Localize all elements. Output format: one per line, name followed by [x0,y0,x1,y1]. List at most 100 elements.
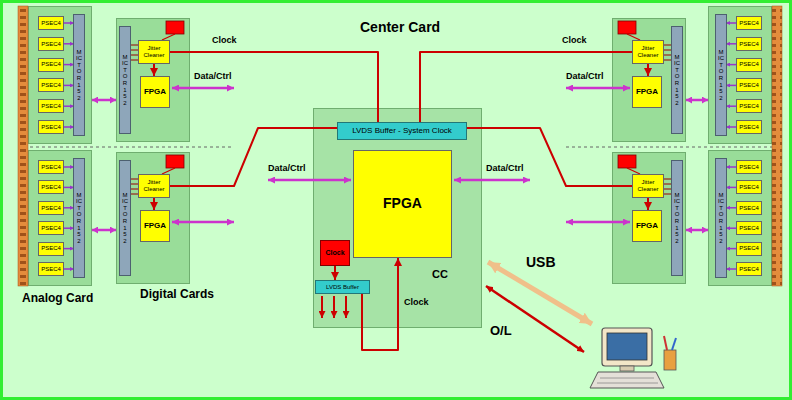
data-arrow [172,87,234,90]
psec4-chip: PSEC4 [38,201,64,215]
mictor-link [662,50,672,51]
free-label: Clock [404,298,429,308]
clock-chip: Clock [320,240,350,266]
psec4-chip: PSEC4 [38,262,64,276]
digital-card: Jitter CleanerFPGAMICTOR 152 [612,18,686,142]
chip-link [726,105,736,107]
clock-chip [166,21,184,34]
psec4-chip: PSEC4 [736,99,762,113]
psec4-chip: PSEC4 [38,242,64,256]
chip-label: PSEC4 [739,82,759,89]
chip-label: Clock [325,249,344,257]
chip-link [726,85,736,87]
chip-link [64,227,74,229]
chip-label: PSEC4 [41,124,61,131]
chip-label: PSEC4 [739,20,759,27]
chip-link [726,248,736,250]
chip-link [64,187,74,189]
chip-link [162,168,175,174]
psec4-chip: PSEC4 [736,160,762,174]
psec4-chip: PSEC4 [38,37,64,51]
chip-label: PSEC4 [41,266,61,273]
card-label: Digital Cards [140,288,214,301]
chip-link [726,227,736,229]
clock-line [153,64,155,76]
chip-label: PSEC4 [41,164,61,171]
clock-line [334,266,336,280]
mictor-link [130,184,140,185]
mictor-link [130,55,140,56]
divider [566,147,782,148]
free-label: Data/Ctrl [566,72,604,82]
chip-link [726,268,736,270]
data-arrow [268,179,351,182]
clock-line [647,198,649,210]
analog-card: PSEC4PSEC4PSEC4PSEC4PSEC4PSEC4MICTOR 152 [28,6,92,144]
psec4-chip: PSEC4 [38,78,64,92]
chip-label: FPGA [383,196,422,211]
data-arrow [566,87,630,90]
mictor-connector: MICTOR 152 [671,26,683,134]
chip-label: PSEC4 [739,124,759,131]
mictor-link [662,60,672,61]
data-link [686,99,708,102]
psec4-chip: PSEC4 [736,242,762,256]
chip-label: MICTOR 152 [76,49,82,102]
chip-label: MICTOR 152 [718,49,724,102]
free-label: Clock [562,36,587,46]
jitter-cleaner: Jitter Cleaner [632,174,664,198]
fpga-chip: FPGA [140,210,170,242]
free-label: Data/Ctrl [194,72,232,82]
chip-label: PSEC4 [41,205,61,212]
chip-link [726,43,736,45]
lvds-buffer: LVDS Buffer - System Clock [337,122,467,140]
chip-label: PSEC4 [739,225,759,232]
mictor-link [130,60,140,61]
data-arrow [454,179,530,182]
clock-chip [618,155,636,168]
chip-label: PSEC4 [41,245,61,252]
chip-label: FPGA [636,222,658,231]
chip-label: PSEC4 [739,61,759,68]
psec4-chip: PSEC4 [38,58,64,72]
chip-label: MICTOR 152 [122,54,128,107]
psec4-chip: PSEC4 [38,221,64,235]
mictor-connector: MICTOR 152 [715,14,727,136]
clock-chip [618,21,636,34]
chip-link [64,43,74,45]
digital-card: Jitter CleanerFPGAMICTOR 152 [612,152,686,284]
chip-link [627,34,640,40]
chip-label: PSEC4 [41,20,61,27]
clock-line [467,128,632,186]
chip-link [726,126,736,128]
digital-card: Digital CardsMICTOR 152Jitter CleanerFPG… [116,152,190,284]
mictor-connector: MICTOR 152 [119,26,131,134]
data-arrow [566,221,630,224]
fpga-chip: FPGA [632,210,662,242]
chip-link [64,207,74,209]
chip-label: MICTOR 152 [76,192,82,245]
psec4-chip: PSEC4 [736,201,762,215]
clock-out [333,296,335,318]
fpga-chip: FPGA [353,150,452,258]
mictor-link [662,179,672,180]
edge-connector [18,6,28,286]
psec4-chip: PSEC4 [736,221,762,235]
mictor-link [130,45,140,46]
analog-card: MICTOR 152PSEC4PSEC4PSEC4PSEC4PSEC4PSEC4 [708,150,772,286]
data-link [686,229,708,232]
psec4-chip: PSEC4 [736,58,762,72]
chip-label: LVDS Buffer [326,284,359,291]
chip-link [64,105,74,107]
divider [18,147,234,148]
chip-link [726,22,736,24]
chip-label: PSEC4 [41,61,61,68]
clock-line [170,128,337,186]
chip-link [64,22,74,24]
ol-arrow [486,286,584,352]
free-label: Center Card [360,20,440,35]
chip-link [726,207,736,209]
mictor-link [130,194,140,195]
mictor-connector: MICTOR 152 [715,158,727,278]
